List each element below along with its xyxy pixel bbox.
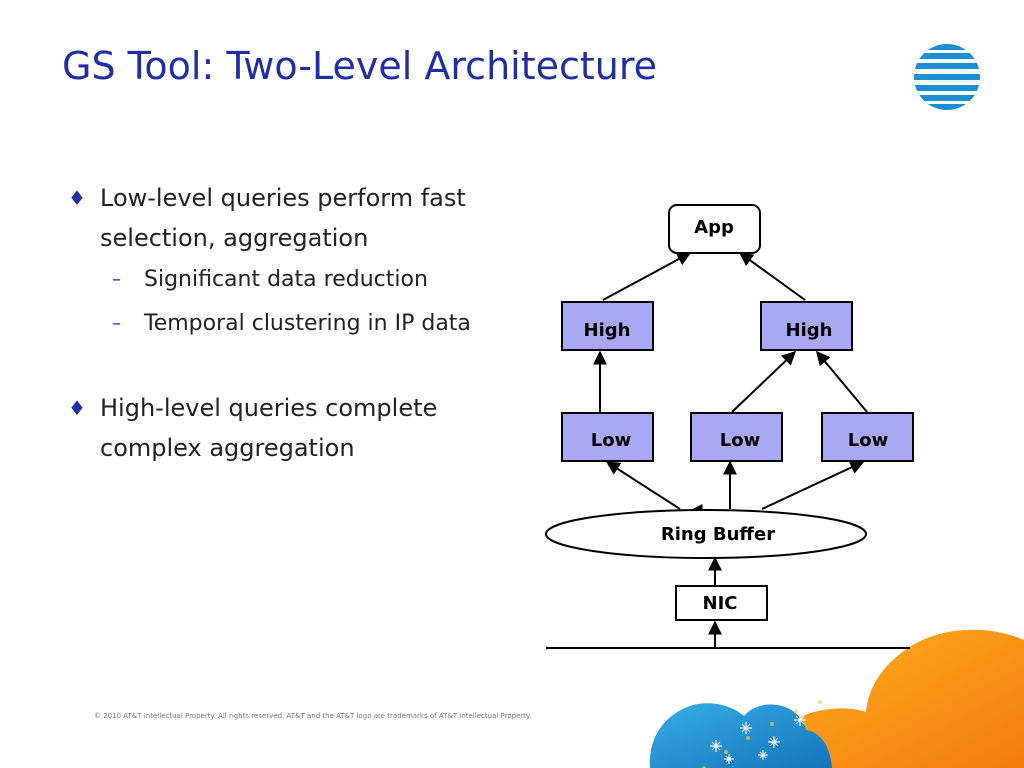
sub-bullet-item: – Significant data reduction	[66, 258, 536, 302]
diagram-edges	[546, 252, 910, 649]
low-node-label: Low	[848, 430, 888, 451]
high-node-label: High	[584, 320, 631, 341]
high-node: High	[561, 301, 654, 351]
low-node: Low	[561, 412, 654, 462]
bullet-item: ♦ Low-level queries perform fast selecti…	[66, 178, 536, 258]
nic-node-label: NIC	[703, 593, 738, 614]
app-node: App	[668, 204, 761, 254]
ring-buffer-label: Ring Buffer	[661, 524, 775, 545]
sub-bullet-text: Significant data reduction	[144, 267, 428, 292]
bullet-text-line: Low-level queries perform fast	[100, 184, 466, 212]
edge-ring-to-low3	[761, 460, 865, 510]
nic-node: NIC	[675, 585, 768, 621]
att-globe-logo	[914, 44, 980, 110]
bullet-text-line: complex aggregation	[100, 434, 355, 462]
edge-low2-to-high2	[731, 351, 797, 413]
edge-high2-to-app	[738, 252, 806, 301]
ring-buffer-node: Ring Buffer	[545, 509, 867, 559]
diamond-bullet-icon: ♦	[68, 396, 86, 420]
edge-ring-to-low1	[605, 461, 681, 510]
app-node-label: App	[694, 217, 734, 238]
edge-low3-to-high2	[816, 350, 868, 413]
edge-high1-to-app	[602, 252, 692, 301]
diamond-bullet-icon: ♦	[68, 186, 86, 210]
sub-bullet-text: Temporal clustering in IP data	[144, 311, 471, 336]
low-node-label: Low	[720, 430, 760, 451]
low-node: Low	[690, 412, 783, 462]
sub-bullet-item: – Temporal clustering in IP data	[66, 302, 536, 346]
high-node: High	[760, 301, 853, 351]
bullet-item: ♦ High-level queries complete complex ag…	[66, 388, 536, 468]
bullet-text-line: selection, aggregation	[100, 224, 369, 252]
bullet-list: ♦ Low-level queries perform fast selecti…	[66, 178, 536, 468]
low-node: Low	[821, 412, 914, 462]
low-node-label: Low	[591, 430, 631, 451]
high-node-label: High	[786, 320, 833, 341]
bullet-text-line: High-level queries complete	[100, 394, 438, 422]
slide-title: GS Tool: Two-Level Architecture	[62, 44, 658, 88]
copyright-footer: © 2010 AT&T Intellectual Property. All r…	[94, 712, 532, 720]
dash-bullet-icon: –	[112, 313, 121, 334]
dash-bullet-icon: –	[112, 269, 121, 290]
